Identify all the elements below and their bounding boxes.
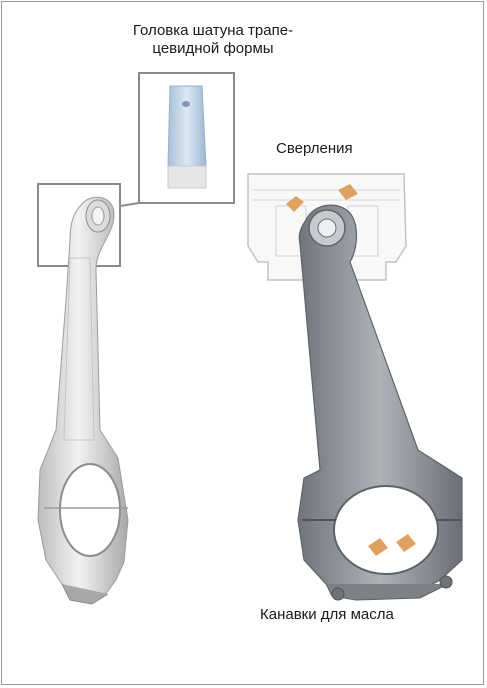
connecting-rod-left [37, 196, 129, 605]
trapezoid-head-label: Головка шатуна трапе- цевидной формы [108, 22, 318, 58]
trapezoid-head-label-line2: цевидной формы [152, 40, 274, 57]
oil-grooves-label: Канавки для масла [260, 606, 394, 623]
oil-groove-arrows [368, 534, 416, 556]
callout-leader [119, 202, 140, 207]
trapezoid-head-label-line1: Головка шатуна трапе- [132, 22, 294, 39]
drillings-label: Сверления [276, 140, 353, 157]
drilling-arrows [286, 184, 358, 212]
connecting-rod-right [297, 204, 463, 601]
inset-detail [138, 72, 235, 204]
